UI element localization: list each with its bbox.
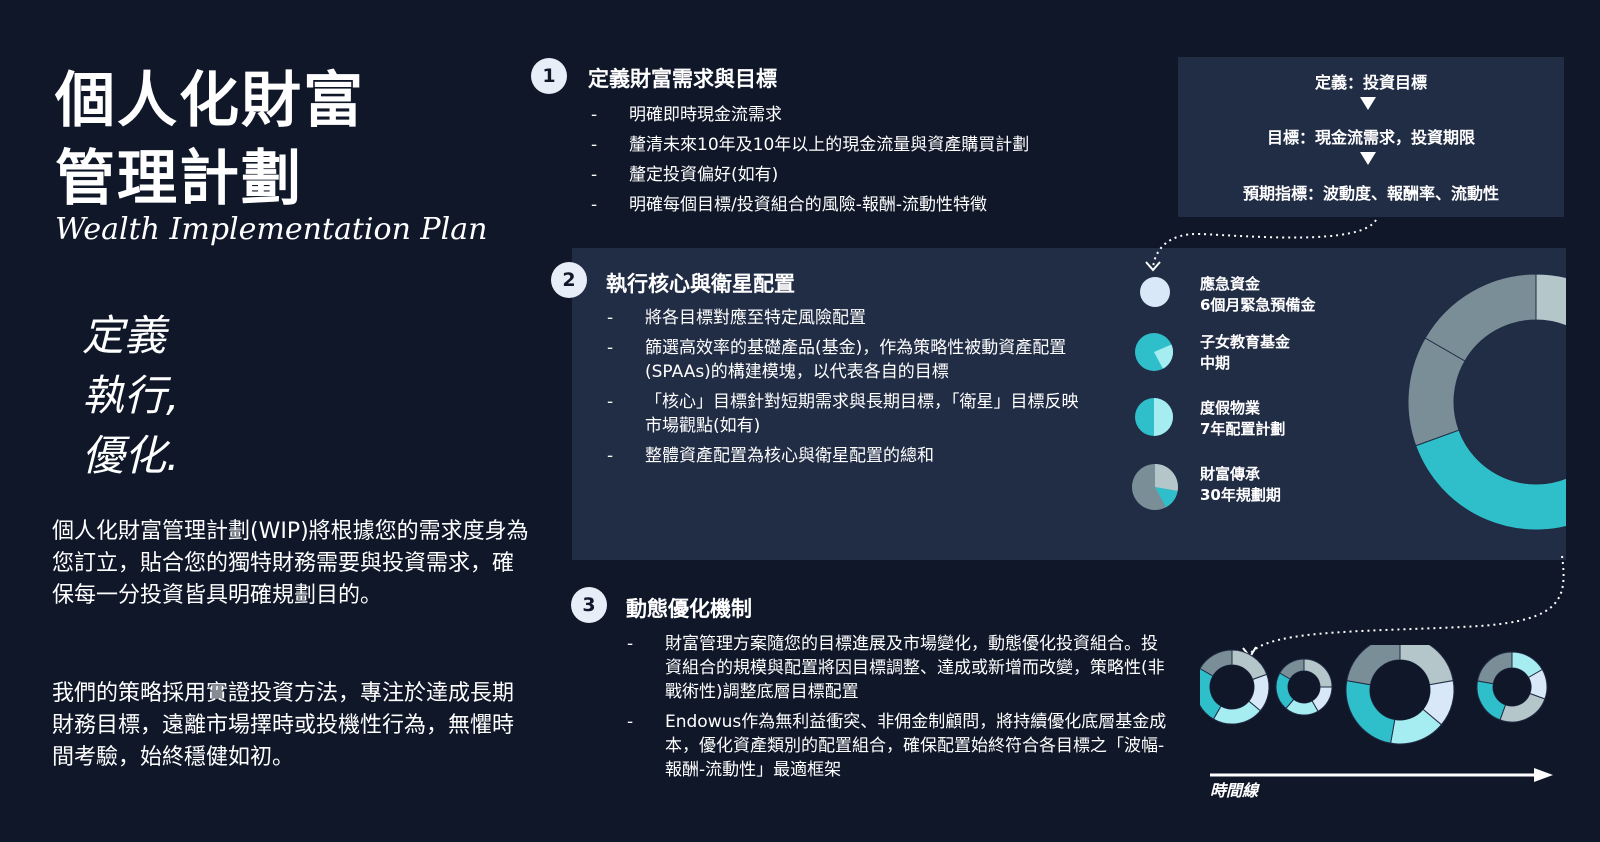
donut-segment — [1535, 273, 1566, 327]
goal-education-fund: 子女教育基金 中期 — [1200, 332, 1290, 374]
pie-wedge-icon — [1135, 333, 1174, 371]
tagline: 定義 執行, 優化. — [82, 306, 179, 486]
section-1-bullets: 明確即時現金流需求 釐清未來10年及10年以上的現金流量與資產購買計劃 釐定投資… — [591, 100, 1131, 220]
half-pie-icon — [1135, 398, 1173, 436]
circle-full-icon — [1140, 277, 1170, 307]
intro-paragraph-2: 我們的策略採用實證投資方法，專注於達成長期財務目標，遠離市場擇時或投機性行為，無… — [52, 681, 515, 770]
arrow-down-icon — [1360, 152, 1376, 165]
list-item: 釐清未來10年及10年以上的現金流量與資產購買計劃 — [591, 130, 1131, 160]
list-item: 明確即時現金流需求 — [591, 100, 1131, 130]
list-item: 「核心」目標針對短期需求與長期目標，「衛星」目標反映市場觀點(如有) — [607, 390, 1095, 438]
intro-paragraph-1: 個人化財富管理計劃(WIP)將根據您的需求度身為您訂立，貼合您的獨特財務需要與投… — [52, 519, 529, 608]
pie-grey-icon — [1132, 464, 1178, 510]
definition-line-2: 目標：現金流需求，投資期限 — [1266, 128, 1475, 147]
goal-emergency-fund: 應急資金 6個月緊急預備金 — [1200, 274, 1315, 316]
title-line-2: 管理計劃 — [55, 144, 303, 214]
tagline-execute: 執行, — [82, 371, 180, 420]
timeline-label: 時間線 — [1210, 781, 1259, 800]
donut-hole — [1288, 671, 1320, 703]
list-item: Endowus作為無利益衝突、非佣金制顧問，將持續優化底層基金成本，優化資產類別… — [627, 710, 1167, 782]
timeline-arrow-icon — [1210, 768, 1553, 782]
page-title: 個人化財富 管理計劃 — [55, 62, 365, 218]
section-3-title: 動態優化機制 — [626, 597, 752, 621]
definition-line-1: 定義：投資目標 — [1314, 73, 1427, 92]
goal-name: 應急資金 — [1200, 275, 1261, 293]
list-item: 將各目標對應至特定風險配置 — [607, 306, 1095, 330]
definition-line-3: 預期指標：波動度、報酬率、流動性 — [1242, 184, 1499, 203]
large-donut-chart — [1407, 273, 1566, 531]
goal-detail: 6個月緊急預備金 — [1200, 296, 1316, 314]
list-item: 整體資產配置為核心與衛星配置的總和 — [607, 444, 1095, 468]
timeline-donuts — [1200, 645, 1548, 745]
arrow-down-icon — [1360, 97, 1376, 110]
goal-wealth-legacy: 財富傳承 30年規劃期 — [1200, 464, 1281, 506]
page-subtitle: Wealth Implementation Plan — [55, 212, 488, 247]
donut-segment — [1415, 429, 1566, 531]
goal-name: 子女教育基金 — [1200, 333, 1291, 351]
donut-hole — [1493, 668, 1531, 706]
section-2-title: 執行核心與衛星配置 — [606, 272, 795, 296]
list-item: 篩選高效率的基礎產品(基金)，作為策略性被動資產配置(SPAAs)的構建模塊，以… — [607, 336, 1095, 384]
step-number-1: 1 — [531, 58, 567, 94]
list-item: 釐定投資偏好(如有) — [591, 160, 1131, 190]
section-3-bullets: 財富管理方案隨您的目標進展及市場變化，動態優化投資組合。投資組合的規模與配置將因… — [627, 632, 1167, 782]
step-number-2: 2 — [551, 262, 587, 298]
donut-hole — [1370, 660, 1430, 720]
title-line-1: 個人化財富 — [55, 66, 365, 136]
donut-hole — [1210, 665, 1254, 709]
list-item: 財富管理方案隨您的目標進展及市場變化，動態優化投資組合。投資組合的規模與配置將因… — [627, 632, 1167, 704]
definition-box: 定義：投資目標 目標：現金流需求，投資期限 預期指標：波動度、報酬率、流動性 — [1178, 57, 1564, 217]
goal-detail: 中期 — [1200, 354, 1231, 372]
section-2-bullets: 將各目標對應至特定風險配置 篩選高效率的基礎產品(基金)，作為策略性被動資產配置… — [607, 306, 1095, 468]
section-1-title: 定義財富需求與目標 — [588, 67, 777, 91]
step-number-3: 3 — [571, 587, 607, 623]
donut-segment — [1424, 273, 1537, 362]
goal-name: 度假物業 — [1200, 399, 1261, 417]
tagline-optimize: 優化. — [82, 431, 180, 480]
goal-name: 財富傳承 — [1200, 465, 1261, 483]
goal-detail: 30年規劃期 — [1200, 486, 1281, 504]
tagline-define: 定義 — [82, 311, 167, 360]
goal-detail: 7年配置計劃 — [1200, 420, 1286, 438]
goal-vacation-property: 度假物業 7年配置計劃 — [1200, 398, 1285, 440]
list-item: 明確每個目標/投資組合的風險-報酬-流動性特徵 — [591, 190, 1131, 220]
